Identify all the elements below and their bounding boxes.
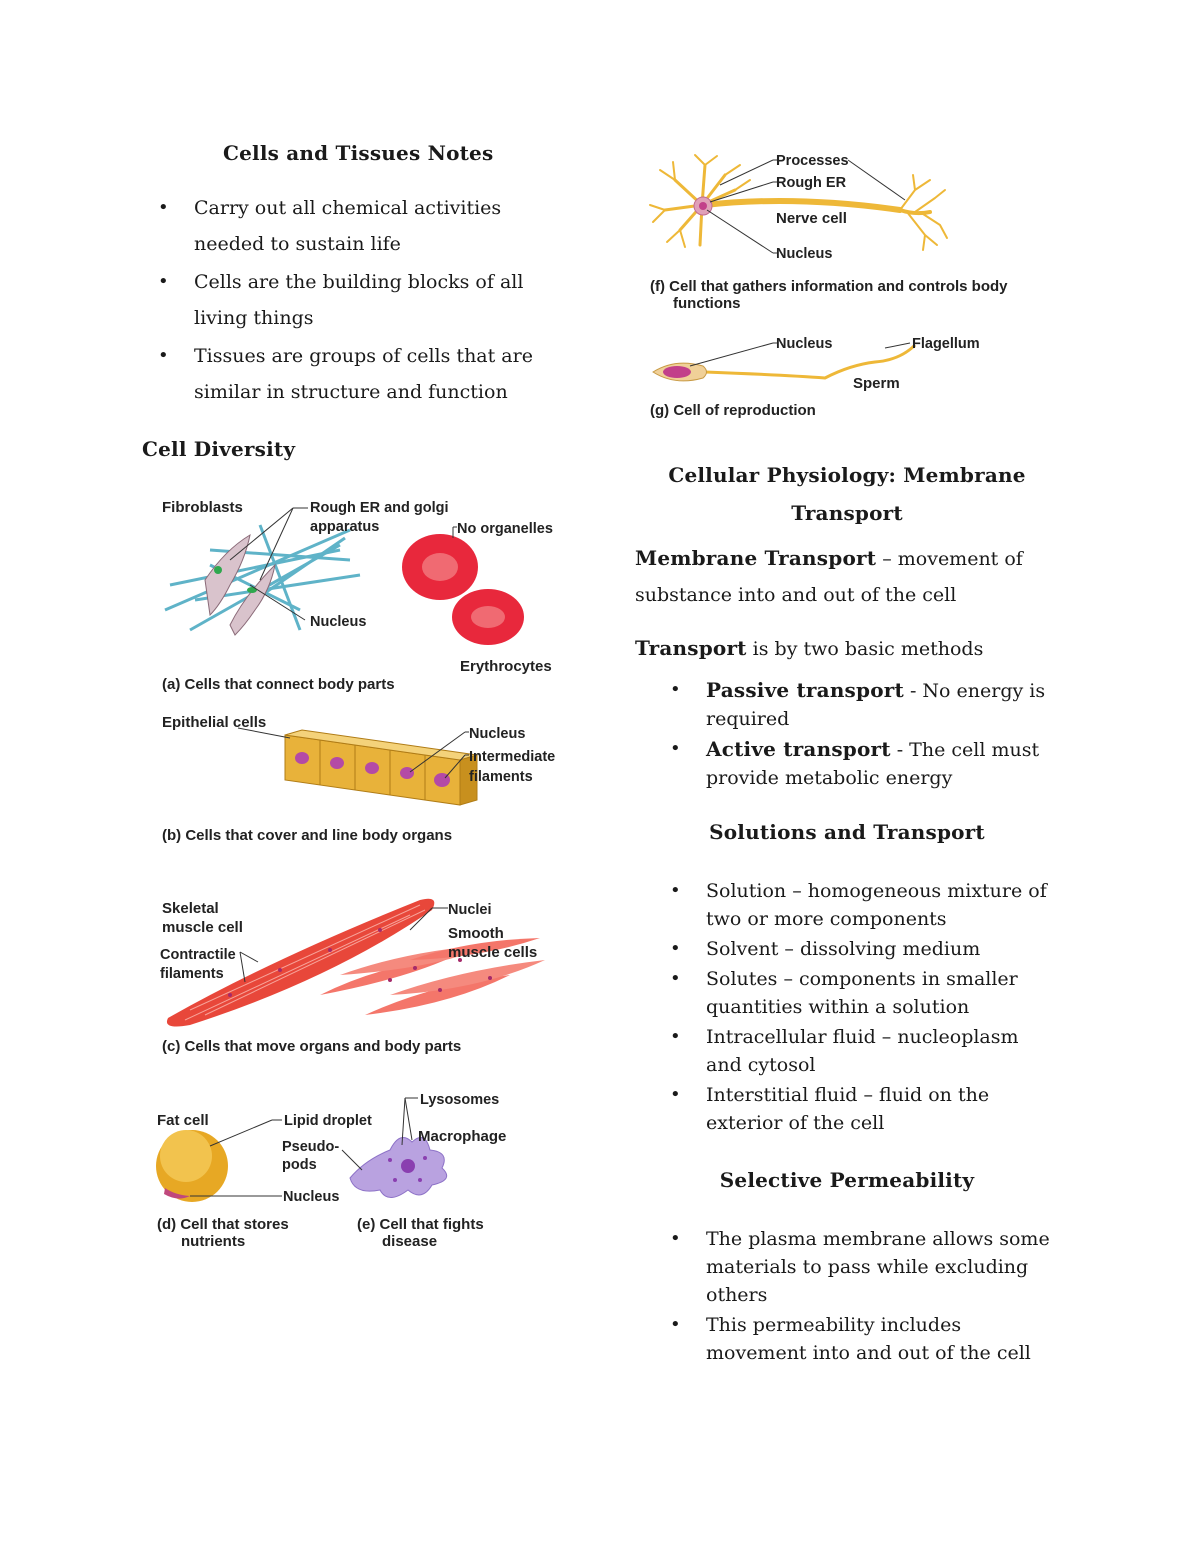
- svg-text:Intermediate: Intermediate: [469, 749, 555, 765]
- solutions-list: Solution – homogeneous mixture of two or…: [670, 877, 1070, 1137]
- svg-text:Nucleus: Nucleus: [776, 336, 832, 352]
- list-item: Cells are the building blocks of all liv…: [142, 264, 562, 336]
- svg-text:Flagellum: Flagellum: [912, 336, 980, 352]
- svg-text:filaments: filaments: [160, 966, 224, 982]
- caption-f: (f) Cell that gathers information and co…: [650, 278, 1008, 295]
- svg-text:Rough ER: Rough ER: [776, 175, 847, 191]
- svg-text:Nucleus: Nucleus: [776, 246, 832, 262]
- svg-text:Contractile: Contractile: [160, 947, 236, 963]
- epithelial-illustration: [284, 729, 478, 806]
- page-title: Cells and Tissues Notes: [223, 141, 494, 165]
- erythrocyte-illustration: [402, 534, 524, 645]
- svg-text:nutrients: nutrients: [181, 1233, 245, 1250]
- svg-text:Epithelial cells: Epithelial cells: [162, 714, 266, 731]
- list-item: Solution – homogeneous mixture of two or…: [670, 877, 1070, 933]
- svg-text:(e) Cell that fights: (e) Cell that fights: [357, 1216, 484, 1233]
- skeletal-muscle-illustration: [166, 898, 435, 1027]
- svg-text:Rough ER and golgi: Rough ER and golgi: [310, 500, 449, 516]
- solutions-heading: Solutions and Transport: [709, 820, 985, 844]
- svg-text:Macrophage: Macrophage: [418, 1128, 506, 1145]
- svg-text:Smooth: Smooth: [448, 925, 504, 942]
- caption-c: (c) Cells that move organs and body part…: [162, 1038, 461, 1055]
- svg-text:Sperm: Sperm: [853, 375, 900, 392]
- svg-text:disease: disease: [382, 1233, 437, 1250]
- list-item: Carry out all chemical activities needed…: [142, 190, 562, 262]
- membrane-transport-definition: Membrane Transport – movement of substan…: [635, 546, 1023, 606]
- list-item: Solvent – dissolving medium: [670, 935, 1070, 963]
- transport-methods-list: Passive transport - No energy is require…: [670, 676, 1060, 792]
- svg-text:muscle cell: muscle cell: [162, 919, 243, 936]
- selective-permeability-list: The plasma membrane allows some material…: [670, 1225, 1070, 1367]
- svg-text:Pseudo-: Pseudo-: [282, 1139, 339, 1155]
- svg-text:pods: pods: [282, 1157, 317, 1173]
- nerve-cell-illustration: [649, 154, 948, 251]
- macrophage-illustration: [349, 1137, 448, 1198]
- fat-cell-illustration: [156, 1130, 228, 1202]
- list-item: Active transport - The cell must provide…: [670, 735, 1060, 792]
- list-item: The plasma membrane allows some material…: [670, 1225, 1070, 1309]
- svg-text:Nerve cell: Nerve cell: [776, 210, 847, 227]
- list-item: Intracellular fluid – nucleoplasm and cy…: [670, 1023, 1070, 1079]
- selective-permeability-heading: Selective Permeability: [719, 1168, 975, 1192]
- caption-a: (a) Cells that connect body parts: [162, 676, 395, 693]
- svg-text:Skeletal: Skeletal: [162, 900, 219, 917]
- list-item: This permeability includes movement into…: [670, 1311, 1070, 1367]
- nerve-sperm-figure: Processes Rough ER Nerve cell Nucleus (f…: [649, 153, 1008, 419]
- svg-text:Processes: Processes: [776, 153, 849, 169]
- smooth-muscle-illustration: [320, 938, 545, 1015]
- svg-text:No organelles: No organelles: [457, 521, 553, 537]
- svg-text:muscle cells: muscle cells: [448, 944, 537, 961]
- svg-text:(d) Cell that stores: (d) Cell that stores: [157, 1216, 289, 1233]
- transport-methods-intro: Transport is by two basic methods: [635, 636, 984, 660]
- intro-bullet-list: Carry out all chemical activities needed…: [142, 190, 562, 410]
- cell-diversity-figure: Fibroblasts Rough ER and golgi apparatus…: [156, 499, 555, 1250]
- svg-text:Lysosomes: Lysosomes: [420, 1092, 499, 1108]
- caption-b: (b) Cells that cover and line body organ…: [162, 827, 452, 844]
- svg-text:functions: functions: [673, 295, 741, 312]
- svg-text:apparatus: apparatus: [310, 519, 379, 535]
- svg-text:Nucleus: Nucleus: [310, 614, 366, 630]
- caption-g: (g) Cell of reproduction: [650, 402, 816, 419]
- list-item: Tissues are groups of cells that are sim…: [142, 338, 562, 410]
- list-item: Solutes – components in smaller quantiti…: [670, 965, 1070, 1021]
- list-item: Interstitial fluid – fluid on the exteri…: [670, 1081, 1070, 1137]
- svg-text:Lipid droplet: Lipid droplet: [284, 1113, 372, 1129]
- svg-text:Nucleus: Nucleus: [469, 726, 525, 742]
- svg-text:Fat cell: Fat cell: [157, 1112, 209, 1129]
- svg-text:Erythrocytes: Erythrocytes: [460, 658, 552, 675]
- svg-text:Nucleus: Nucleus: [283, 1189, 339, 1205]
- svg-text:Nuclei: Nuclei: [448, 902, 492, 918]
- list-item: Passive transport - No energy is require…: [670, 676, 1060, 733]
- sperm-illustration: [652, 343, 917, 382]
- fibroblast-illustration: [164, 524, 361, 636]
- physiology-heading: Cellular Physiology: Membrane Transport: [668, 463, 1026, 525]
- fibroblasts-label: Fibroblasts: [162, 499, 243, 516]
- svg-text:filaments: filaments: [469, 769, 533, 785]
- cell-diversity-heading: Cell Diversity: [142, 437, 296, 461]
